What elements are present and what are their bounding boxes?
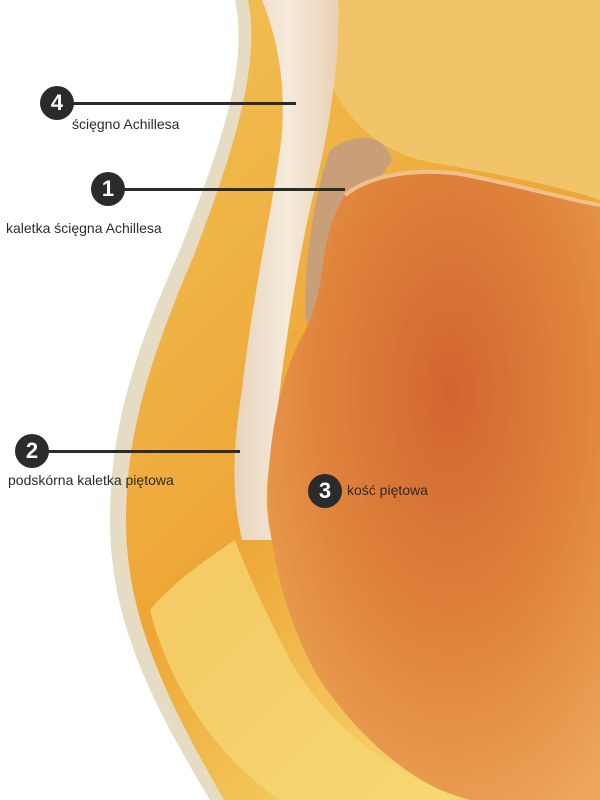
callout-leader-line (72, 102, 296, 105)
callout-label: ścięgno Achillesa (72, 116, 180, 132)
callout-label: podskórna kaletka piętowa (8, 472, 174, 488)
callout-marker: 2 (15, 434, 49, 468)
plantar-fat (150, 540, 470, 800)
callout-leader-line (47, 450, 240, 453)
callout-marker: 1 (91, 172, 125, 206)
callout-leader-line (123, 188, 345, 191)
callout-marker: 4 (40, 86, 74, 120)
calcaneus-bone (268, 171, 600, 800)
bone-cortex (343, 169, 600, 207)
callout-marker: 3 (308, 474, 342, 508)
callout-label: kaletka ścięgna Achillesa (6, 220, 162, 236)
upper-fat-region (330, 0, 600, 200)
callout-label: kość piętowa (347, 482, 428, 498)
achilles-tendon (234, 0, 339, 540)
